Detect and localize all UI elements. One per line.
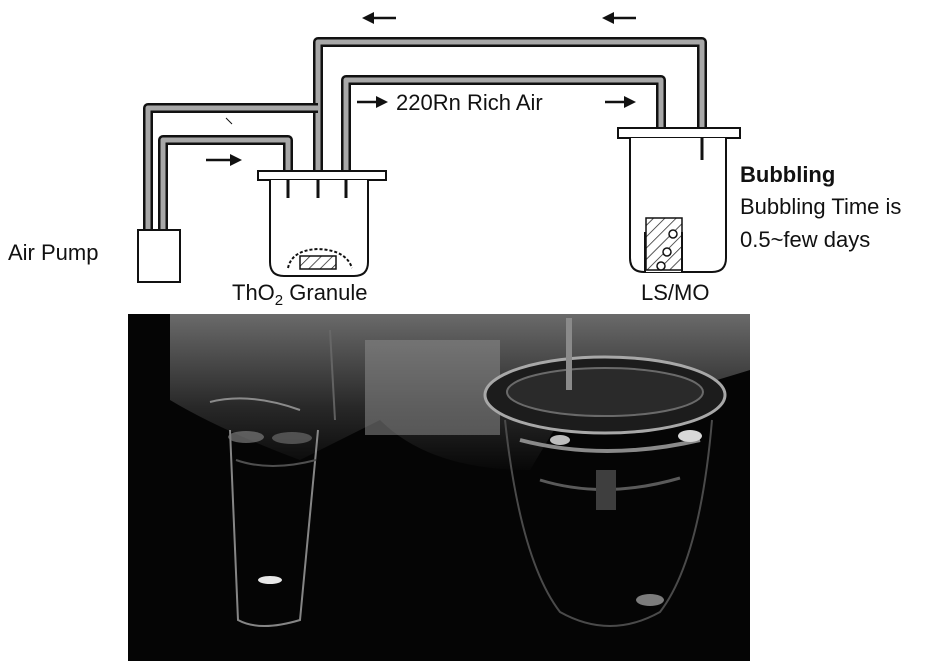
- bubbling-time-line2: 0.5~few days: [740, 227, 870, 252]
- arrow-pump-in-icon: [206, 154, 242, 166]
- tubing: [148, 42, 702, 265]
- arrow-top-left-icon: [362, 12, 396, 24]
- air-pump-label: Air Pump: [8, 240, 98, 265]
- ls-mo-label: LS/MO: [641, 280, 709, 305]
- ls-mo-container-icon: [618, 128, 740, 272]
- bubbling-time-line1: Bubbling Time is: [740, 194, 901, 219]
- bubbling-title: Bubbling: [740, 162, 835, 187]
- tho2-granule-label: ThO2 Granule: [232, 280, 368, 309]
- arrow-rich-right-icon: [605, 96, 636, 108]
- arrow-rich-left-icon: [357, 96, 388, 108]
- bubbling-apparatus-photo: [128, 314, 750, 661]
- air-pump-icon: [138, 230, 180, 282]
- tho2-container-icon: [258, 171, 386, 276]
- rich-air-label: 220Rn Rich Air: [396, 90, 543, 115]
- arrow-top-right-icon: [602, 12, 636, 24]
